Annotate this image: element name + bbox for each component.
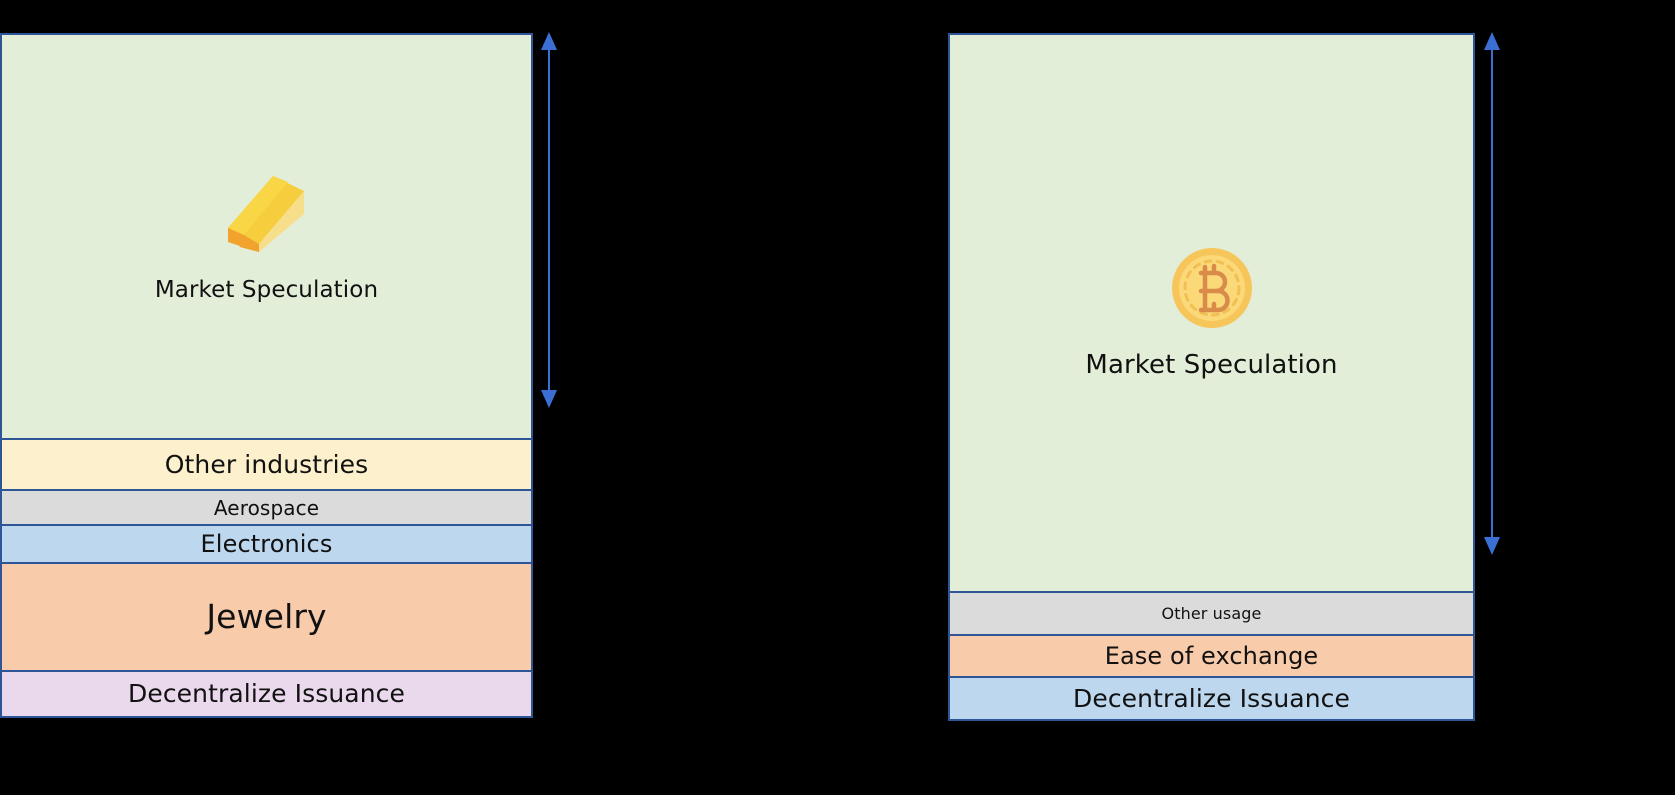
bitcoin-segment-decentralize-issuance[interactable]: Decentralize Issuance [948, 676, 1475, 721]
bitcoin-value-stack: Market Speculation Other usage Ease of e… [948, 33, 1475, 727]
gold-segment-electronics[interactable]: Electronics [0, 524, 533, 564]
gold-segment-label: Other industries [164, 449, 369, 479]
bitcoin-segment-other-usage[interactable]: Other usage [948, 591, 1475, 636]
bitcoin-segment-label: Other usage [1161, 603, 1262, 623]
gold-segment-jewelry[interactable]: Jewelry [0, 562, 533, 672]
bitcoin-speculation-measure-arrow [1478, 30, 1506, 557]
gold-segment-label: Jewelry [206, 596, 327, 636]
bitcoin-segment-market-speculation[interactable]: Market Speculation [948, 33, 1475, 593]
bitcoin-coin-icon [1171, 247, 1253, 329]
bitcoin-segment-label: Decentralize Issuance [1072, 683, 1350, 713]
bitcoin-segment-ease-of-exchange[interactable]: Ease of exchange [948, 634, 1475, 678]
gold-value-stack: Market Speculation Other industries Aero… [0, 33, 533, 728]
gold-segment-label: Electronics [200, 529, 333, 558]
gold-bar-icon [218, 170, 314, 258]
gold-speculation-measure-arrow [535, 30, 563, 410]
gold-segment-other-industries[interactable]: Other industries [0, 438, 533, 491]
gold-segment-market-speculation[interactable]: Market Speculation [0, 33, 533, 440]
gold-segment-label: Market Speculation [154, 276, 379, 303]
gold-segment-decentralize-issuance[interactable]: Decentralize Issuance [0, 670, 533, 718]
gold-segment-aerospace[interactable]: Aerospace [0, 489, 533, 526]
bitcoin-segment-label: Ease of exchange [1104, 641, 1319, 670]
bitcoin-segment-label: Market Speculation [1085, 349, 1338, 380]
gold-segment-label: Decentralize Issuance [127, 679, 405, 709]
gold-segment-label: Aerospace [213, 495, 320, 520]
